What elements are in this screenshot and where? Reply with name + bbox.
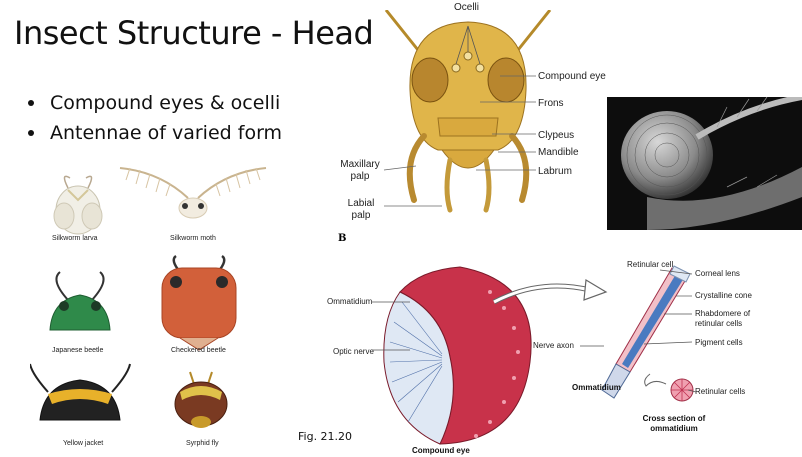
label-mandible: Mandible [538,147,579,158]
bullet-list: Compound eyes & ocelli Antennae of varie… [28,88,282,148]
bullet-text: Antennae of varied form [50,122,283,144]
label-retinular-cells: Retinular cells [695,387,746,396]
label-compound-eye: Compound eye [538,71,606,82]
silkworm-larva-illustration [53,175,103,235]
figure-reference: Fig. 21.20 [298,430,353,443]
label-nerve-axon: Nerve axon [533,341,574,350]
label-ommatidium: Ommatidium [327,297,373,306]
eye-leader-lines [372,301,410,351]
label-maxillary-palp: Maxillary palp [340,159,380,182]
label-crystalline-cone: Crystalline cone [695,291,752,300]
caption-yellow-jacket: Yellow jacket [63,440,104,447]
label-labrum: Labrum [538,166,572,177]
head-leader-lines [383,75,536,207]
caption-silkworm-larva: Silkworm larva [52,235,98,242]
silkworm-moth-illustration [119,167,267,219]
label-corneal-lens: Corneal lens [695,269,740,278]
bullet-dot [28,130,34,136]
label-labial-palp: Labial palp [347,198,375,221]
slide-title: Insect Structure - Head [14,14,374,52]
label-rhabdomere: Rhabdomere of retinular cells [695,309,751,328]
yellow-jacket-illustration [30,363,131,421]
checkered-beetle-illustration [161,254,237,351]
caption-silkworm-moth: Silkworm moth [170,235,216,242]
label-pigment-cells: Pigment cells [695,338,743,347]
bullet-item: Compound eyes & ocelli [28,88,282,118]
antennae-illustrations [30,167,267,428]
label-optic-nerve: Optic nerve [333,347,374,356]
sem-photo [607,97,802,230]
caption-checkered-beetle: Checkered beetle [171,347,226,354]
label-compound-eye-caption: Compound eye [412,446,470,455]
label-cross-section: Cross section of ommatidium [642,414,706,433]
sem-eye-image [607,97,802,230]
bullet-item: Antennae of varied form [28,118,282,148]
label-frons: Frons [538,98,564,109]
bullet-dot [28,100,34,106]
magnify-arrow [492,278,608,305]
label-ocelli: Ocelli [454,2,480,13]
caption-syrphid-fly: Syrphid fly [186,440,219,447]
japanese-beetle-illustration [49,271,111,331]
caption-japanese-beetle: Japanese beetle [52,347,104,354]
label-ommatidium-detail: Ommatidium [572,383,621,392]
panel-letter-b: B [338,233,347,244]
label-clypeus: Clypeus [538,130,575,141]
label-retinular-cell: Retinular cell [627,260,674,269]
bullet-text: Compound eyes & ocelli [50,92,281,114]
compound-eye-illustration [383,266,532,445]
syrphid-fly-illustration [174,371,228,428]
insect-head-illustration [384,10,552,213]
ommatidium-leader-lines [580,269,697,393]
